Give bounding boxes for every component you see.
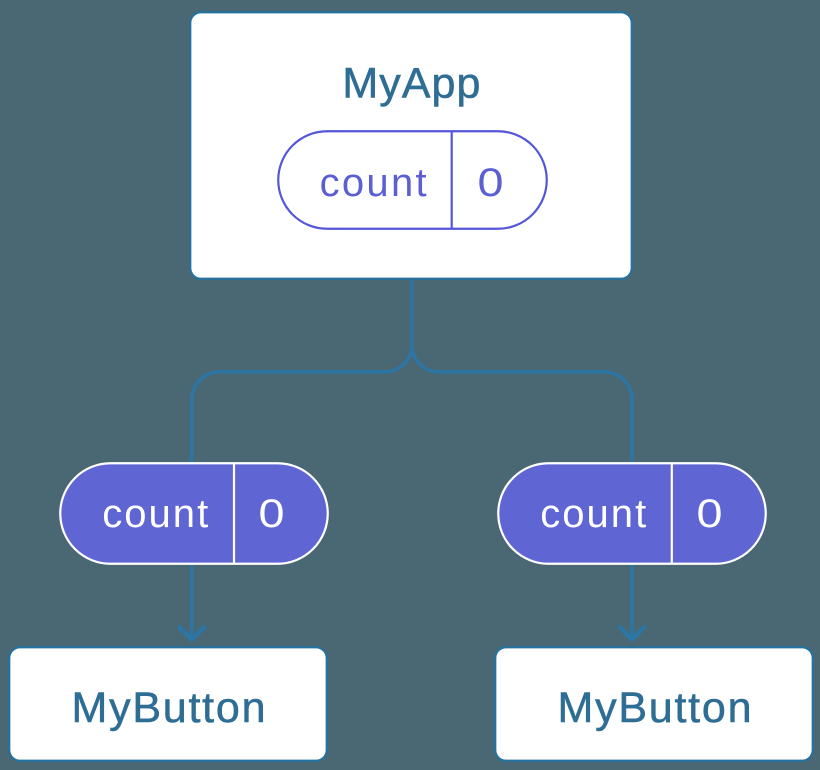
svg-text:0: 0: [697, 492, 723, 536]
svg-text:MyButton: MyButton: [72, 684, 266, 732]
svg-text:count: count: [540, 492, 646, 536]
svg-text:MyApp: MyApp: [342, 60, 480, 108]
svg-text:count: count: [320, 161, 427, 205]
svg-text:0: 0: [259, 492, 285, 536]
svg-text:MyButton: MyButton: [558, 684, 752, 732]
svg-text:count: count: [102, 492, 208, 536]
svg-text:0: 0: [478, 161, 504, 205]
